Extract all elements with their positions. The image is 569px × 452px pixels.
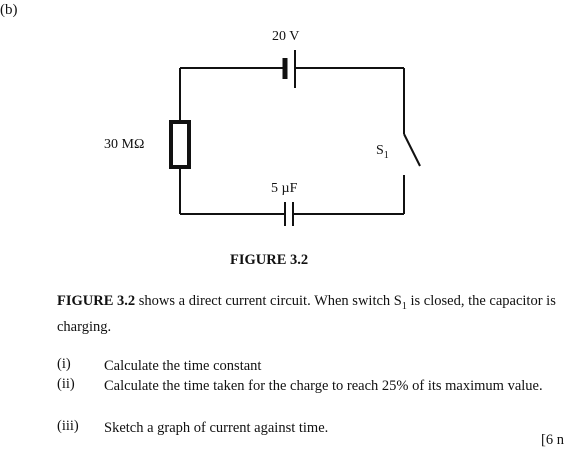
description-text-1: shows a direct current circuit. When swi… [135, 293, 402, 309]
description-paragraph: FIGURE 3.2 shows a direct current circui… [57, 291, 562, 338]
description-fig-ref: FIGURE 3.2 [57, 293, 136, 309]
question-2-number: (ii) [57, 376, 75, 392]
capacitor-label: 5 µF [271, 181, 298, 196]
battery-label: 20 V [272, 29, 300, 44]
figure-caption: FIGURE 3.2 [230, 252, 309, 268]
switch-label-sub: 1 [383, 149, 389, 161]
question-3-text: Sketch a graph of current against time. [104, 420, 329, 436]
question-1-text: Calculate the time constant [104, 358, 262, 374]
switch-blade [403, 133, 421, 167]
resistor [169, 120, 191, 169]
resistor-label: 30 MΩ [104, 137, 145, 152]
part-label: (b) [0, 2, 18, 18]
question-3-number: (iii) [57, 418, 79, 434]
question-2-text: Calculate the time taken for the charge … [104, 378, 543, 394]
description-sub: 1 [401, 300, 407, 312]
circuit-diagram [169, 50, 421, 226]
switch-label: S1 [376, 143, 389, 161]
description-text-2: is closed, the capacitor is charging. [57, 293, 556, 335]
question-1-number: (i) [57, 356, 71, 372]
marks-label: [6 n [541, 432, 564, 448]
switch-label-main: S [376, 143, 384, 158]
